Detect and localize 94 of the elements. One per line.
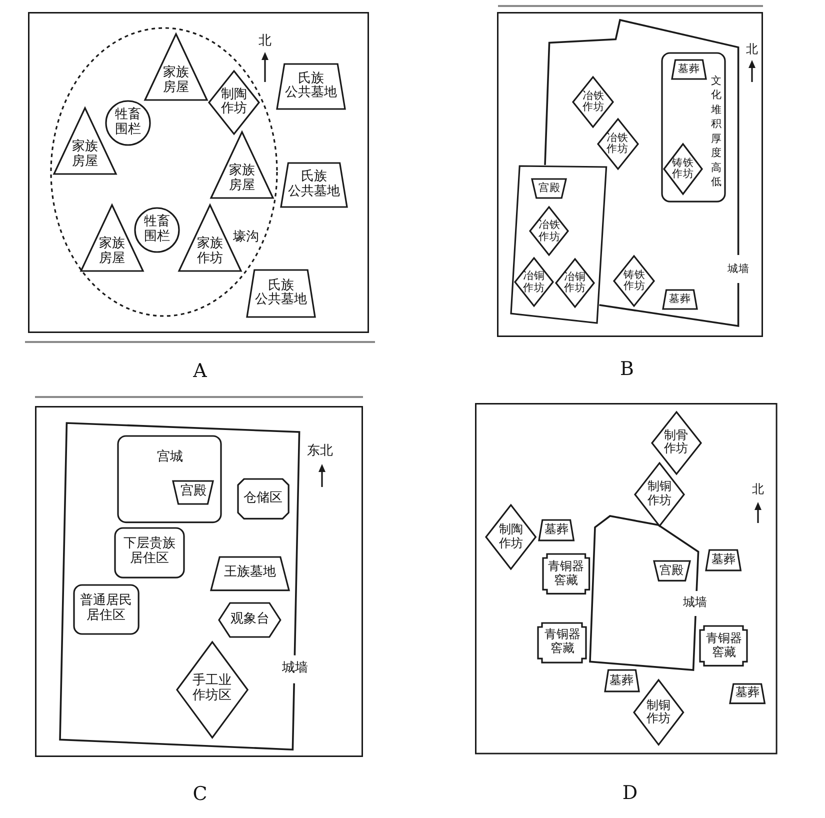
site-label: 氏族公共墓地 — [288, 170, 340, 200]
site-label: 铸铁作坊 — [672, 158, 694, 180]
panel-letter: C — [192, 784, 208, 806]
compass-label: 东北 — [307, 444, 333, 460]
site-label: 下层贵族居住区 — [122, 538, 176, 568]
site-label: 墓葬 — [678, 63, 700, 76]
compass-label: 北 — [752, 483, 764, 497]
site-label: 家族作坊 — [196, 236, 224, 267]
wall-label: 城墙 — [282, 662, 308, 676]
moat-label: 壕沟 — [233, 230, 259, 246]
diamond-marker — [634, 462, 685, 527]
site-label: 墓葬 — [736, 686, 760, 700]
site-label: 墓葬 — [544, 524, 569, 538]
panel-letter: B — [620, 359, 634, 381]
trapezoid-marker — [604, 668, 640, 692]
triangle-marker — [210, 131, 274, 199]
notched-plaque — [537, 622, 588, 664]
site-label: 墓葬 — [711, 554, 736, 568]
triangle-marker — [80, 204, 144, 272]
diamond-marker — [632, 679, 684, 746]
site-label: 观象台 — [230, 612, 270, 628]
diamond-marker — [572, 76, 614, 128]
trapezoid-marker — [276, 63, 346, 110]
site-label: 冶铁作坊 — [582, 90, 605, 113]
notched-plaque — [542, 553, 590, 595]
site-label: 家族房屋 — [71, 140, 99, 170]
hexagon-marker — [218, 602, 282, 638]
site-label: 制铜作坊 — [645, 698, 672, 726]
inverted-trapezoid-marker — [652, 560, 691, 582]
diamond-marker — [529, 206, 570, 256]
trapezoid-marker — [671, 58, 707, 80]
panel-letter: A — [193, 361, 207, 383]
diamond-marker — [176, 640, 248, 738]
wall-label: 城墙 — [727, 262, 750, 276]
site-label: 制陶作坊 — [498, 523, 524, 551]
site-label: 制骨作坊 — [663, 428, 690, 456]
diamond-marker — [514, 257, 554, 308]
site-label: 冶铁作坊 — [606, 133, 629, 156]
compass-label: 北 — [746, 43, 758, 57]
site-label: 仓储区 — [243, 492, 282, 507]
triangle-marker — [53, 107, 117, 175]
site-label: 家族房屋 — [162, 66, 190, 96]
cut-corner-box — [236, 478, 290, 520]
trapezoid-marker — [210, 556, 290, 591]
circle-marker — [134, 207, 180, 253]
inverted-trapezoid-marker — [531, 178, 568, 199]
trapezoid-marker — [538, 519, 575, 542]
rounded-box — [661, 52, 726, 202]
vertical-note: 文化堆积厚度高低 — [710, 74, 722, 190]
site-label: 家族房屋 — [98, 236, 126, 267]
circle-marker — [105, 100, 151, 146]
rounded-box — [72, 584, 140, 635]
diamond-marker — [650, 410, 702, 475]
diamond-marker — [485, 504, 537, 570]
inverted-trapezoid-marker — [172, 480, 214, 505]
diamond-marker — [596, 118, 639, 170]
trapezoid-marker — [246, 269, 316, 318]
trapezoid-marker — [280, 162, 348, 208]
site-label: 青铜器窖藏 — [543, 628, 582, 656]
site-label: 青铜器窖藏 — [546, 560, 585, 588]
site-label: 牲畜围栏 — [143, 215, 171, 245]
site-label: 宫城 — [156, 450, 183, 466]
triangle-marker — [144, 33, 208, 101]
site-label: 墓葬 — [610, 674, 634, 688]
site-label: 青铜器窖藏 — [704, 632, 743, 660]
site-label: 家族房屋 — [228, 164, 256, 194]
site-label: 普通居民居住区 — [79, 594, 133, 624]
rounded-box — [114, 526, 185, 578]
site-label: 宫殿 — [538, 182, 560, 195]
site-label: 王族墓地 — [224, 566, 276, 581]
enclosure-outline — [510, 164, 607, 324]
site-label: 手工业作坊区 — [192, 674, 232, 704]
wall-label: 城墙 — [683, 596, 707, 610]
site-label: 宫殿 — [180, 485, 206, 500]
site-label: 铸铁作坊 — [623, 270, 646, 292]
diamond-marker — [555, 258, 595, 308]
site-label: 宫殿 — [660, 564, 684, 578]
diamond-marker — [208, 70, 260, 135]
site-label: 墓葬 — [669, 292, 691, 306]
panel-letter: D — [622, 783, 638, 805]
notched-plaque — [699, 624, 748, 667]
compass-label: 北 — [258, 34, 272, 50]
site-label: 冶铜作坊 — [564, 272, 586, 294]
site-label: 冶铜作坊 — [522, 271, 546, 294]
site-label: 冶铁作坊 — [538, 220, 561, 242]
site-label: 牲畜围栏 — [114, 108, 142, 138]
site-label: 制陶作坊 — [220, 88, 248, 118]
rounded-box — [117, 434, 222, 524]
diamond-marker — [663, 143, 703, 196]
site-label: 氏族公共墓地 — [255, 278, 307, 308]
site-label: 氏族公共墓地 — [285, 72, 337, 102]
trapezoid-marker — [729, 682, 766, 704]
trapezoid-marker — [705, 549, 742, 572]
site-label: 制铜作坊 — [646, 480, 672, 508]
